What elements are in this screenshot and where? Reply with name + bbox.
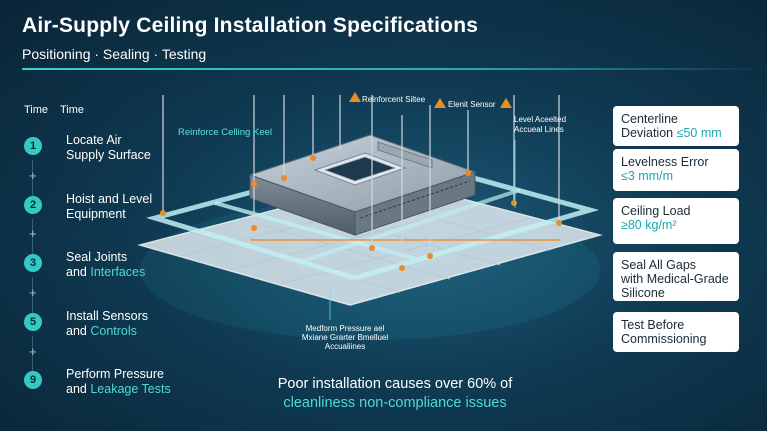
step-text: Hoist and Level Equipment bbox=[66, 192, 152, 222]
step-line2: Equipment bbox=[66, 207, 126, 221]
spec-card-seal: Seal All Gaps with Medical-Grade Silicon… bbox=[613, 252, 739, 301]
timeline-connector bbox=[32, 277, 33, 313]
suspension-rods bbox=[162, 95, 560, 270]
step-line1: Install Sensors bbox=[66, 309, 148, 323]
timeline-connector bbox=[32, 160, 33, 196]
spec-line3: Silicone bbox=[621, 286, 665, 300]
step-line1: Perform Pressure bbox=[66, 367, 164, 381]
spec-card-centerline: Centerline Deviation ≤50 mm bbox=[613, 106, 739, 146]
plus-separator: + bbox=[29, 285, 37, 300]
spec-value: ≤3 mm/m bbox=[621, 169, 673, 183]
timeline-step-2: 2 Hoist and Level Equipment bbox=[24, 192, 224, 232]
step-line1: Seal Joints bbox=[66, 250, 128, 264]
step-line1: Locate Air bbox=[66, 133, 122, 147]
plus-separator: + bbox=[29, 168, 37, 183]
step-line2: and bbox=[66, 382, 91, 396]
plus-separator: + bbox=[29, 344, 37, 359]
step-highlight: Interfaces bbox=[90, 265, 146, 279]
step-number-badge: 1 bbox=[24, 137, 42, 155]
step-line1: Hoist and Level bbox=[66, 192, 153, 206]
annotation-level-line2: Accueal Lines bbox=[514, 125, 564, 134]
page-subtitle: Positioning · Sealing · Testing bbox=[22, 46, 207, 62]
timeline-connector bbox=[32, 219, 33, 255]
title-underline bbox=[22, 68, 767, 70]
spec-value: ≥80 kg/m² bbox=[621, 218, 677, 232]
time-label-2: Time bbox=[60, 104, 85, 116]
annotation-pressure: Medform Pressure ael Mxiane Grarter Bmel… bbox=[290, 324, 400, 351]
spec-line1: Ceiling Load bbox=[621, 204, 691, 218]
spec-line2: Deviation bbox=[621, 126, 677, 140]
step-number-badge: 2 bbox=[24, 196, 42, 214]
step-number-badge: 9 bbox=[24, 371, 42, 389]
timeline-step-1: 1 Locate Air Supply Surface bbox=[24, 133, 224, 173]
annotation-pressure-line3: Accualiines bbox=[324, 342, 366, 351]
step-line2: and bbox=[66, 324, 91, 338]
bottom-line1: Poor installation causes over 60% of bbox=[277, 376, 513, 392]
step-line2: Supply Surface bbox=[66, 148, 151, 162]
air-supply-unit bbox=[248, 134, 477, 236]
step-text: Seal Joints and Interfaces bbox=[66, 250, 145, 280]
timeline-step-5: 9 Perform Pressure and Leakage Tests bbox=[24, 367, 224, 407]
step-number-badge: 5 bbox=[24, 313, 42, 331]
timeline-step-4: 5 Install Sensors and Controls bbox=[24, 309, 224, 349]
time-label-1: Time bbox=[24, 104, 49, 116]
annotation-silte: Reinforcent Siltee bbox=[362, 95, 426, 104]
spec-line2: with Medical-Grade bbox=[621, 272, 729, 286]
spec-line1: Seal All Gaps bbox=[621, 258, 697, 272]
timeline-connector bbox=[32, 336, 33, 372]
spec-line2: Commissioning bbox=[621, 332, 707, 346]
annotation-reinforce-keel: Reinforce Celling Keel bbox=[178, 127, 272, 138]
annotation-pressure-line1: Medform Pressure ael bbox=[305, 324, 385, 333]
step-text: Perform Pressure and Leakage Tests bbox=[66, 367, 171, 397]
spec-card-load: Ceiling Load ≥80 kg/m² bbox=[613, 198, 739, 244]
bottom-line2: cleanliness non-compliance issues bbox=[283, 395, 507, 411]
step-number-badge: 3 bbox=[24, 254, 42, 272]
ceiling-grid-lower bbox=[137, 179, 603, 306]
warning-icon bbox=[349, 92, 512, 108]
annotation-level-line1: Level Aceelted bbox=[514, 115, 567, 124]
spec-card-levelness: Levelness Error ≤3 mm/m bbox=[613, 149, 739, 191]
spec-line1: Centerline bbox=[621, 112, 678, 126]
callout-lines bbox=[329, 140, 516, 320]
rod-fasteners bbox=[160, 155, 562, 271]
bottom-statement: Poor installation causes over 60% of cle… bbox=[250, 375, 540, 413]
timeline-step-3: 3 Seal Joints and Interfaces bbox=[24, 250, 224, 290]
spec-line1: Levelness Error bbox=[621, 155, 709, 169]
spec-line1: Test Before bbox=[621, 318, 685, 332]
step-text: Install Sensors and Controls bbox=[66, 309, 148, 339]
spec-card-test: Test Before Commissioning bbox=[613, 312, 739, 352]
step-highlight: Leakage Tests bbox=[90, 382, 171, 396]
page-title: Air-Supply Ceiling Installation Specific… bbox=[22, 14, 479, 37]
spec-value: ≤50 mm bbox=[676, 126, 722, 140]
step-line2: and bbox=[66, 265, 91, 279]
annotation-level-lines: Level Aceelted Accueal Lines bbox=[514, 115, 594, 135]
annotation-pressure-line2: Mxiane Grarter Bmelluel bbox=[301, 333, 389, 342]
step-highlight: Controls bbox=[90, 324, 137, 338]
plus-separator: + bbox=[29, 226, 37, 241]
annotation-sensor: Elenit Sensor bbox=[448, 100, 496, 109]
step-text: Locate Air Supply Surface bbox=[66, 133, 151, 163]
